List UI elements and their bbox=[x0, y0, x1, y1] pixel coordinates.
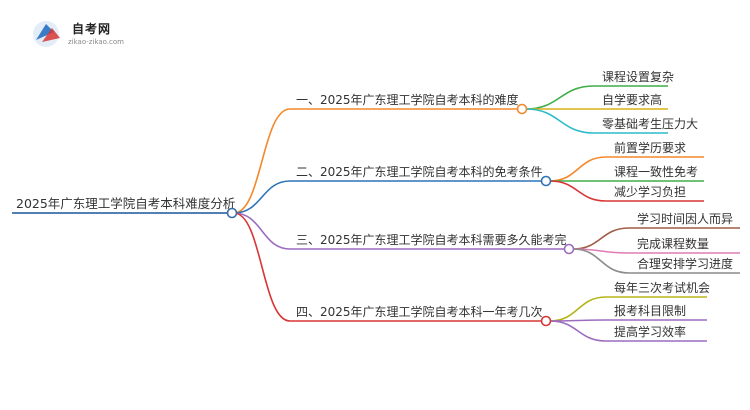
branch-label: 三、2025年广东理工学院自考本科需要多久能考完 bbox=[296, 232, 567, 247]
leaf-connector bbox=[549, 320, 607, 342]
root-node-dot bbox=[226, 207, 238, 219]
root-label: 2025年广东理工学院自考本科难度分析 bbox=[16, 196, 235, 211]
leaf-label: 提高学习效率 bbox=[614, 324, 686, 339]
leaf-label: 零基础考生压力大 bbox=[602, 117, 698, 131]
leaf-connector bbox=[525, 108, 595, 134]
leaf-connector bbox=[572, 248, 630, 274]
branch-node-dot bbox=[563, 243, 575, 255]
branch-node-dot bbox=[540, 175, 552, 187]
branch-node-dot bbox=[540, 315, 552, 327]
leaf-label: 自学要求高 bbox=[602, 92, 662, 107]
branch-label: 二、2025年广东理工学院自考本科的免考条件 bbox=[296, 164, 543, 179]
leaf-label: 每年三次考试机会 bbox=[614, 280, 710, 295]
leaf-connector bbox=[525, 85, 595, 110]
branch-connector bbox=[233, 180, 291, 214]
leaf-label: 课程设置复杂 bbox=[602, 69, 674, 84]
branch-label: 一、2025年广东理工学院自考本科的难度 bbox=[296, 92, 519, 107]
leaf-connector bbox=[549, 156, 607, 182]
branch-connector bbox=[233, 212, 291, 322]
leaf-connector bbox=[549, 180, 607, 202]
site-logo[interactable]: 自考网 zikao-zikao.com bbox=[30, 14, 140, 54]
leaf-connector bbox=[572, 227, 630, 250]
branch-node-dot bbox=[516, 103, 528, 115]
leaf-label: 课程一致性免考 bbox=[614, 164, 698, 179]
leaf-label: 合理安排学习进度 bbox=[637, 256, 733, 271]
logo-url-text: zikao-zikao.com bbox=[68, 38, 124, 46]
leaf-label: 前置学历要求 bbox=[614, 140, 686, 155]
logo-mark-icon bbox=[33, 21, 60, 47]
leaf-label: 学习时间因人而异 bbox=[637, 211, 733, 226]
branch-label: 四、2025年广东理工学院自考本科一年考几次 bbox=[296, 304, 543, 319]
logo-brand-text: 自考网 bbox=[72, 22, 112, 36]
branch-connector bbox=[233, 212, 291, 250]
leaf-connector bbox=[549, 296, 607, 322]
leaf-label: 报考科目限制 bbox=[614, 303, 686, 318]
branch-connector bbox=[233, 108, 291, 214]
leaf-label: 完成课程数量 bbox=[637, 236, 709, 251]
leaf-label: 减少学习负担 bbox=[614, 184, 686, 199]
